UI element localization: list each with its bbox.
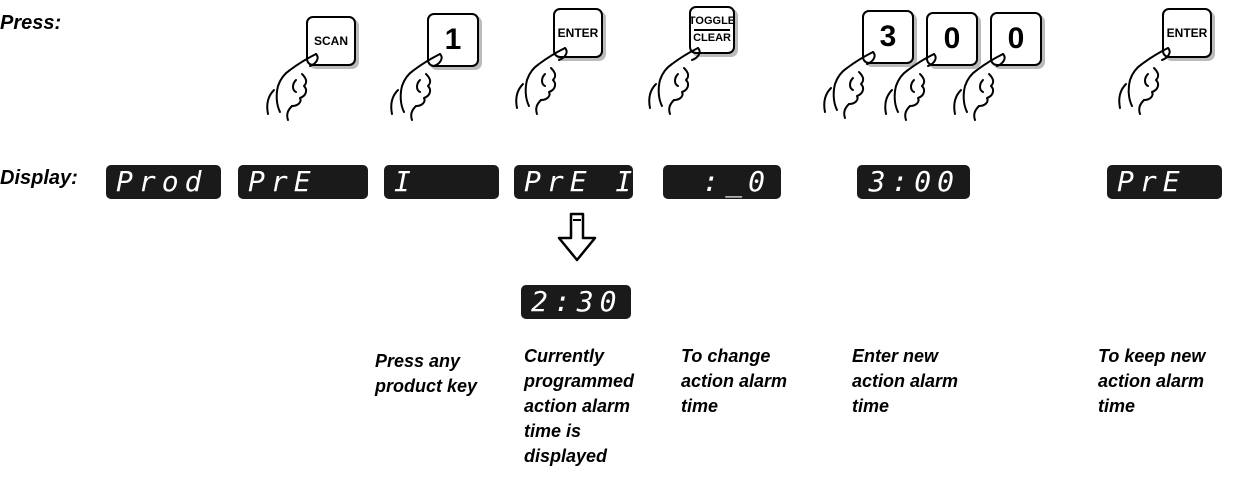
caption-current-time: Currently programmed action alarm time i… <box>524 346 635 466</box>
caption-enter-new: Enter new action alarm time <box>852 346 959 416</box>
hand-icon <box>884 53 937 121</box>
toggle-label: TOGGLE <box>688 15 736 27</box>
display-label: Display: <box>0 167 78 189</box>
clear-label: CLEAR <box>693 32 731 44</box>
caption-press-product-key: Press any product key <box>375 351 478 396</box>
hand-icon <box>823 51 876 119</box>
led-display-prod: Prod <box>106 165 221 199</box>
led-display-pre: PrE <box>238 165 368 199</box>
hand-icon <box>648 47 701 115</box>
led-display-current-time: 2:30 <box>521 285 631 319</box>
led-display-pre-1: PrE I <box>514 165 633 199</box>
hand-icon <box>515 47 568 115</box>
number-1-key: 1 <box>427 13 479 67</box>
toggle-clear-key: TOGGLE CLEAR <box>689 6 735 54</box>
hand-icon <box>266 53 319 121</box>
key-divider <box>694 29 730 31</box>
hand-icon <box>953 53 1006 121</box>
caption-to-keep: To keep new action alarm time <box>1098 346 1206 416</box>
led-display-pre-final: PrE <box>1107 165 1222 199</box>
led-display-product-1: I <box>384 165 499 199</box>
led-display-clear: :_0 <box>663 165 781 199</box>
number-3-key: 3 <box>862 10 914 64</box>
scan-key: SCAN <box>306 16 356 66</box>
caption-to-change: To change action alarm time <box>681 346 788 416</box>
hand-icon <box>1118 47 1171 115</box>
press-label: Press: <box>0 12 62 34</box>
led-display-new-time: 3:00 <box>857 165 970 199</box>
down-arrow-icon <box>557 212 597 262</box>
enter-key-2: ENTER <box>1162 8 1212 58</box>
hand-icon <box>390 53 443 121</box>
